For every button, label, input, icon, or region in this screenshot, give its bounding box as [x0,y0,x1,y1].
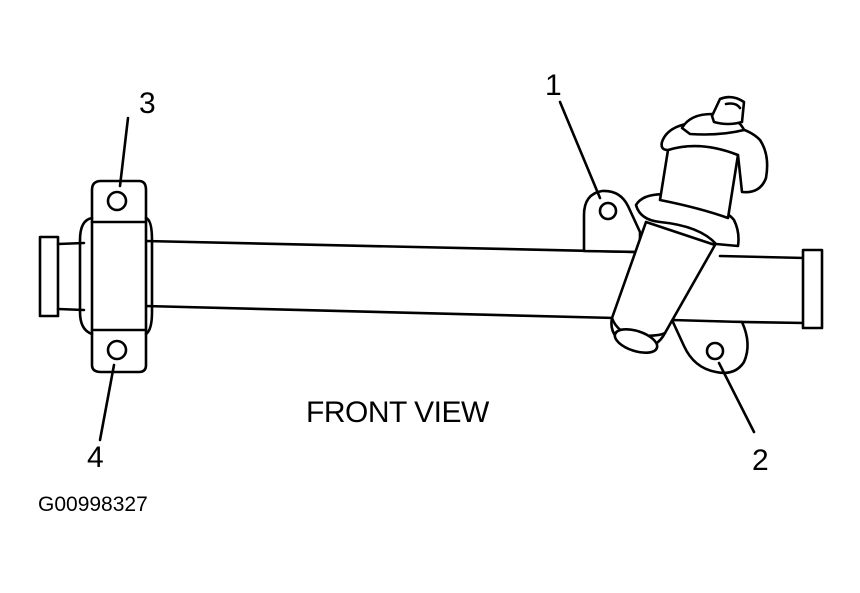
left-end-cap [38,235,86,318]
leader-3 [118,116,130,188]
figure-code: G00998327 [38,493,148,516]
leader-1 [558,100,602,200]
lower-ear-bolt-hole [705,341,725,361]
view-caption: FRONT VIEW [306,396,489,429]
callout-4: 4 [87,441,104,474]
upper-mount-ear [582,189,642,254]
upper-ear-bolt-hole [598,201,618,221]
leader-4 [98,363,116,442]
pinion-housing-end [613,328,659,354]
clamp-bolt-hole-top [106,190,128,212]
callout-3: 3 [139,87,156,120]
input-shaft-tip [710,95,746,126]
lower-mount-ear [670,318,749,375]
input-shaft-housing [658,95,769,220]
callout-2: 2 [752,444,769,477]
callout-1: 1 [545,69,562,102]
callout-leaders [98,100,756,442]
clamp-bolt-hole-bottom [106,339,128,361]
right-end-cap [801,248,824,330]
pinion-housing [610,220,717,354]
leader-2 [717,361,756,434]
left-mount-clamp [78,179,154,374]
